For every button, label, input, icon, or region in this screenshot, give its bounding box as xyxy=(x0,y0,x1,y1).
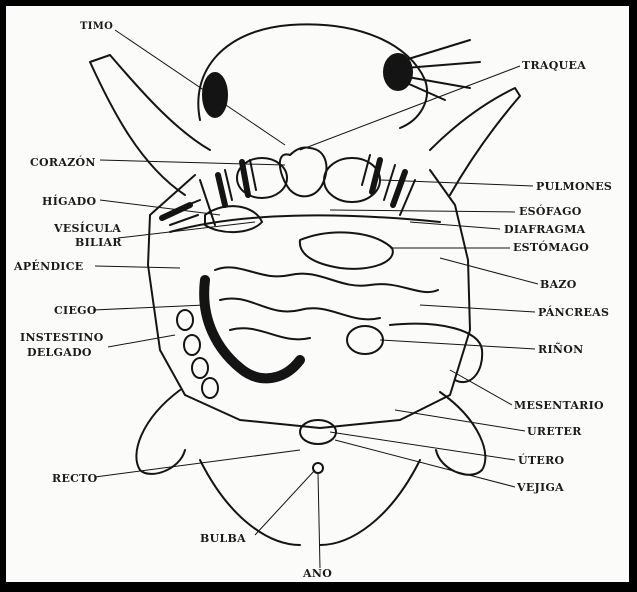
label-ano: ANO xyxy=(303,568,332,579)
leader-vesicula xyxy=(118,222,255,238)
label-timo: TIMO xyxy=(80,22,113,32)
body-outline xyxy=(148,170,470,428)
kidney xyxy=(347,326,383,354)
leader-recto xyxy=(95,450,300,477)
small-intestine xyxy=(215,267,438,339)
label-pancreas: PÁNCREAS xyxy=(538,307,609,318)
leader-ureter xyxy=(395,410,525,431)
leader-higado xyxy=(100,200,220,215)
label-estomago: ESTÓMAGO xyxy=(513,242,589,253)
leader-rinon xyxy=(380,340,535,349)
leader-vejiga xyxy=(335,440,515,487)
leader-ciego xyxy=(93,305,205,310)
stomach xyxy=(300,232,393,268)
right-arm xyxy=(430,88,520,195)
label-esofago: ESÓFAGO xyxy=(519,206,582,217)
label-rinon: RIÑON xyxy=(538,344,583,355)
label-traquea: TRAQUEA xyxy=(522,60,586,71)
leader-bulba xyxy=(255,470,315,535)
label-vesicula-1: VESÍCULA xyxy=(54,223,121,234)
label-bulba: BULBA xyxy=(200,533,246,544)
label-diafragma: DIAFRAGMA xyxy=(504,224,586,235)
leader-apendice xyxy=(95,266,180,268)
label-vesicula-2: BILIAR xyxy=(75,237,122,248)
left-arm xyxy=(90,55,210,195)
label-recto: RECTO xyxy=(52,473,98,484)
leader-intestino xyxy=(108,335,175,347)
lungs-right xyxy=(324,158,380,202)
label-bazo: BAZO xyxy=(540,279,577,290)
label-pulmones: PULMONES xyxy=(536,181,612,192)
label-higado: HÍGADO xyxy=(42,196,96,207)
leader-esofago xyxy=(330,210,515,212)
eye-left xyxy=(203,73,227,117)
leader-bazo xyxy=(440,258,538,284)
label-utero: ÚTERO xyxy=(518,455,564,466)
leader-corazon xyxy=(100,160,285,165)
leader-mesentario xyxy=(450,370,512,405)
label-intestino-1: INSTESTINO xyxy=(20,332,104,343)
label-ureter: URETER xyxy=(527,426,582,437)
leader-pancreas xyxy=(420,305,535,312)
anus-marker xyxy=(313,463,323,473)
label-corazon: CORAZÓN xyxy=(30,157,96,168)
label-ciego: CIEGO xyxy=(54,305,97,316)
label-apendice: APÉNDICE xyxy=(14,261,83,272)
label-intestino-2: DELGADO xyxy=(27,347,92,358)
mesentery-loop xyxy=(390,324,482,382)
label-vejiga: VEJIGA xyxy=(517,482,564,493)
label-mesentario: MESENTARIO xyxy=(514,400,604,411)
leader-timo xyxy=(115,30,285,145)
leader-diafragma xyxy=(410,222,500,229)
diaphragm xyxy=(170,215,440,232)
leader-ano xyxy=(318,473,320,568)
